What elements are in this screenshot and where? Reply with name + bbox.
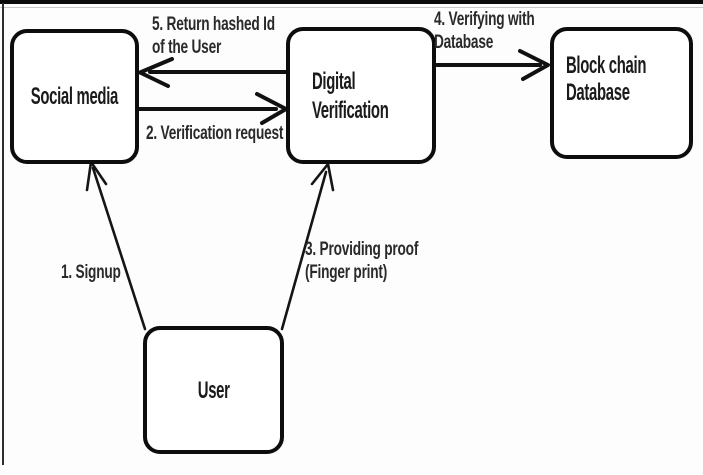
node-social-media-label: Social media [30,83,119,110]
node-digital-verification-label-line1: Digital [312,67,356,95]
frame-left-border [2,3,4,465]
node-digital-verification-label-line2: Verification [312,96,389,124]
arrow-signup [85,160,147,331]
node-blockchain-database-label-line2: Database [566,79,630,106]
arrow-return-hashed-id [138,57,290,88]
edge-label-verifying-with-database: 4. Verifying with Database [434,8,535,54]
edge-label-providing-proof-line1: 3. Providing proof [305,239,419,260]
edge-label-providing-proof-line2: (Finger print) [305,262,388,283]
edge-label-return-hashed-id-line1: 5. Return hashed Id [152,14,275,35]
arrow-providing-proof [280,162,335,331]
frame-top-shadow-line [0,7,703,8]
node-blockchain-database-label: Block chain Database [566,52,646,155]
edge-label-verifying-with-database-line2: Database [434,32,494,53]
arrow-verification-request [137,92,288,125]
node-digital-verification-label: Digital Verification [312,67,389,125]
node-blockchain-database-label-line1: Block chain [566,52,647,79]
edge-label-verifying-with-database-line1: 4. Verifying with [434,9,535,30]
edge-label-verification-request: 2. Verification request [146,123,284,144]
node-digital-verification: Digital Verification [286,27,436,164]
node-social-media: Social media [10,29,139,164]
edge-label-providing-proof: 3. Providing proof (Finger print) [305,238,418,284]
node-user-label: User [197,376,230,404]
edge-label-signup: 1. Signup [61,262,121,283]
arrow-verifying-with-database [435,49,550,81]
edge-label-return-hashed-id: 5. Return hashed Id of the User [152,13,275,59]
node-blockchain-database: Block chain Database [550,27,693,159]
node-user: User [143,326,284,454]
edge-label-return-hashed-id-line2: of the User [152,37,222,58]
frame-top-border [0,0,703,4]
